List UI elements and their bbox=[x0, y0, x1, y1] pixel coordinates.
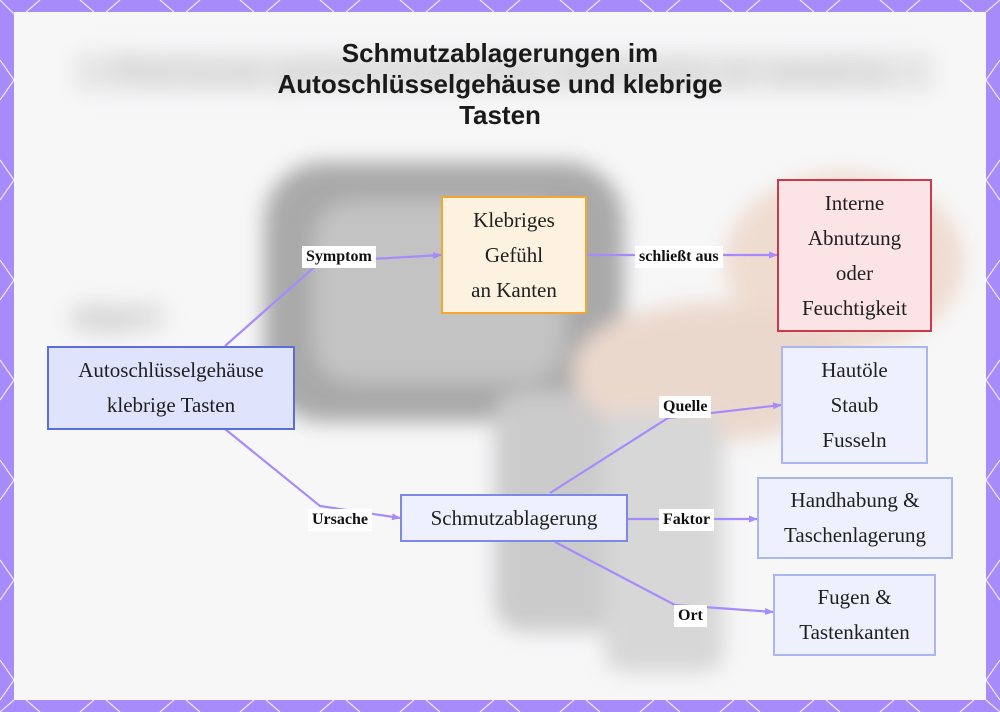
node-symptom-line-3: an Kanten bbox=[471, 277, 557, 302]
ghost-text-top: Remove grime from key recesses or seams bbox=[114, 49, 885, 93]
node-cause: Schmutzablagerung bbox=[400, 494, 628, 542]
node-source-line-3: Fusseln bbox=[822, 427, 887, 452]
edge-label-excludes: schließt aus bbox=[635, 246, 723, 268]
edge-label-factor: Faktor bbox=[659, 509, 715, 531]
node-symptom-line-1: Klebriges bbox=[473, 207, 555, 232]
edge-label-location: Ort bbox=[674, 605, 707, 627]
title-line-2: Autoschlüsselgehäuse und klebrige bbox=[277, 69, 723, 99]
node-factor-line-2: Taschenlagerung bbox=[784, 523, 926, 547]
node-source-line-1: Hautöle bbox=[821, 357, 888, 382]
node-cause-line-1: Schmutzablagerung bbox=[430, 505, 598, 530]
title-line-1: Schmutzablagerungen im bbox=[341, 38, 659, 68]
edge-cause-source bbox=[549, 402, 782, 494]
node-root-line-1: Autoschlüsselgehäuse bbox=[78, 358, 264, 382]
node-factor: Handhabung & Taschenlagerung bbox=[757, 477, 953, 559]
edge-root-cause bbox=[224, 428, 401, 521]
edge-root-symptom bbox=[224, 251, 442, 347]
node-source-line-2: Staub bbox=[830, 392, 879, 417]
node-symptom: Klebriges Gefühl an Kanten bbox=[441, 196, 587, 314]
edge-label-symptom: Symptom bbox=[302, 246, 376, 268]
node-location-line-1: Fugen & bbox=[817, 585, 892, 609]
node-root: Autoschlüsselgehäuse klebrige Tasten bbox=[47, 346, 295, 430]
edge-label-source: Quelle bbox=[659, 396, 712, 418]
node-excluded: Interne Abnutzung oder Feuchtigkeit bbox=[777, 179, 932, 332]
node-excluded-line-3: oder bbox=[835, 260, 874, 285]
node-location: Fugen & Tastenkanten bbox=[773, 574, 936, 656]
node-excluded-line-2: Abnutzung bbox=[807, 225, 902, 250]
node-source: Hautöle Staub Fusseln bbox=[781, 346, 928, 464]
edge-cause-location bbox=[554, 541, 774, 615]
node-excluded-line-4: Feuchtigkeit bbox=[802, 295, 907, 320]
page-title: Schmutzablagerungen im Autoschlüsselgehä… bbox=[200, 38, 800, 131]
node-factor-line-1: Handhabung & bbox=[790, 488, 920, 512]
title-line-3: Tasten bbox=[459, 100, 541, 130]
node-root-line-2: klebrige Tasten bbox=[106, 393, 236, 417]
ghost-text-mid: Edge bbox=[69, 305, 134, 336]
edge-label-cause: Ursache bbox=[308, 509, 372, 531]
node-excluded-line-1: Interne bbox=[824, 190, 885, 215]
node-location-line-2: Tastenkanten bbox=[799, 620, 910, 644]
node-symptom-line-2: Gefühl bbox=[484, 242, 544, 267]
